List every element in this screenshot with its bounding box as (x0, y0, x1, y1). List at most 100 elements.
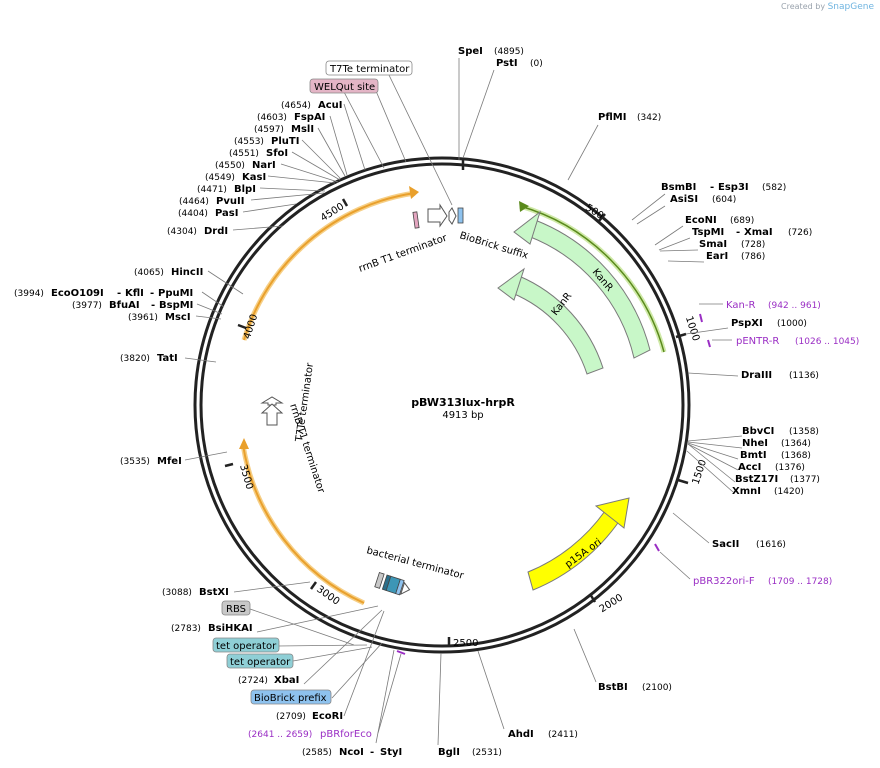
enzyme-nhei-pos: (1364) (781, 439, 811, 449)
p15a-ori-arrow (527, 510, 621, 591)
enzyme-nari-pos: (4550) (215, 161, 245, 171)
enzyme-bfuai: BfuAI (109, 300, 140, 311)
arrow-feature-2 (448, 207, 457, 225)
enzyme-tati-pos: (3820) (120, 354, 150, 364)
enzyme-acci-pos: (1376) (775, 463, 805, 473)
enzyme-esp3i: Esp3I (718, 182, 749, 193)
enzyme-pspxi-pos: (1000) (777, 319, 807, 329)
enzyme-tspmi-pos: (726) (788, 228, 812, 238)
svg-text:T7Te terminator: T7Te terminator (329, 64, 410, 75)
orange-arc-bottom (240, 444, 366, 606)
enzyme-mfei-pos: (3535) (120, 457, 150, 467)
orange-arc-top-arrow (409, 186, 419, 199)
enzyme-bgli-pos: (2531) (472, 748, 502, 758)
enzyme-spei-pos: (4895) (494, 47, 524, 57)
enzyme-bstz17i-pos: (1377) (790, 475, 820, 485)
snapgene-logo: SnapGene (827, 2, 874, 12)
svg-text:tet operator: tet operator (216, 641, 277, 652)
enzyme-hincii: HincII (171, 267, 203, 278)
svg-text:-: - (736, 227, 740, 238)
boxed-label-biobrick-prefix: BioBrick prefix (250, 689, 332, 705)
enzyme-kfli: KflI (125, 288, 144, 299)
kanr-arrow-inner (511, 275, 604, 375)
enzyme-ecori: EcoRI (312, 711, 343, 722)
enzyme-sacii: SacII (712, 539, 739, 550)
primer-mark-pbr322 (654, 543, 660, 552)
enzyme-acui-pos: (4654) (281, 101, 311, 111)
enzyme-pflmi-pos: (342) (637, 113, 661, 123)
enzyme-drdi-pos: (4304) (167, 227, 197, 237)
enzyme-pvuii-pos: (4464) (179, 197, 209, 207)
svg-text:-: - (151, 300, 155, 311)
enzyme-acci: AccI (738, 462, 761, 473)
enzyme-msli: MslI (291, 124, 314, 135)
enzyme-ecori-pos: (2709) (276, 712, 306, 722)
enzyme-ncoi: NcoI (339, 747, 364, 758)
primer-pbr322ori-f-range: (1709 .. 1728) (768, 577, 832, 587)
enzyme-xmai: XmaI (744, 227, 773, 238)
primer-mark-pbrforeco (396, 650, 406, 655)
boxed-label-rbs: RBS (221, 600, 251, 616)
enzyme-draiii: DraIII (741, 370, 772, 381)
enzyme-blpi-pos: (4471) (197, 185, 227, 195)
enzyme-smai: SmaI (699, 239, 727, 250)
credit-prefix: Created by (781, 2, 826, 11)
enzyme-msci: MscI (165, 312, 191, 323)
plasmid-length: 4913 bp (442, 410, 483, 421)
rrnb-left-glyph (260, 403, 284, 426)
enzyme-ecoo109i: EcoO109I (51, 288, 104, 299)
primer-kan-r-range: (942 .. 961) (768, 301, 821, 311)
rrnb-marker (412, 211, 420, 229)
enzyme-styi: StyI (380, 747, 402, 758)
enzyme-tspmi: TspMI (692, 227, 724, 238)
primer-pentr-r-range: (1026 .. 1045) (795, 337, 859, 347)
enzyme-nhei: NheI (742, 438, 768, 449)
svg-text:-: - (370, 747, 374, 758)
boxed-label-tet-operator-2: tet operator (226, 653, 294, 669)
enzyme-ahdi: AhdI (508, 729, 534, 740)
enzyme-econi-pos: (689) (730, 216, 754, 226)
primer-mark-pentr (707, 339, 711, 348)
boxed-label-t7te: T7Te terminator (325, 60, 413, 76)
enzyme-xbai: XbaI (274, 675, 299, 686)
enzyme-bsihkai: BsiHKAI (208, 623, 253, 634)
enzyme-sfoi-pos: (4551) (229, 149, 259, 159)
enzyme-xmni-pos: (1420) (774, 487, 804, 497)
enzyme-asisi: AsiSI (670, 194, 698, 205)
enzyme-bbvci: BbvCI (742, 426, 774, 437)
enzyme-spei: SpeI (458, 46, 483, 57)
enzyme-bstxi-pos: (3088) (162, 588, 192, 598)
enzyme-draiii-pos: (1136) (789, 371, 819, 381)
enzyme-ecoo109i-pos: (3994) (14, 289, 44, 299)
enzyme-pflmi: PflMI (598, 112, 626, 123)
kanr-outer-arc-arrow (519, 201, 529, 212)
enzyme-kasi: KasI (242, 172, 266, 183)
enzyme-fspai-pos: (4603) (257, 113, 287, 123)
enzyme-pspxi: PspXI (731, 318, 763, 329)
enzyme-bgli: BglI (438, 747, 460, 758)
tick-3500: 3500 (237, 463, 255, 490)
primer-pentr-r: pENTR-R (736, 336, 779, 347)
enzyme-hincii-pos: (4065) (134, 268, 164, 278)
backbone-inner (199, 162, 685, 648)
enzyme-bstxi: BstXI (199, 587, 229, 598)
kanr-arrow-outer (527, 219, 651, 359)
enzyme-msli-pos: (4597) (254, 125, 284, 135)
enzyme-ppumi: PpuMI (158, 288, 193, 299)
enzyme-psti: PstI (496, 58, 518, 69)
enzyme-ahdi-pos: (2411) (548, 730, 578, 740)
tick-1000: 1000 (683, 315, 701, 343)
enzyme-xmni: XmnI (732, 486, 761, 497)
enzyme-bmti-pos: (1368) (781, 451, 811, 461)
boxed-label-tet-operator-1: tet operator (212, 637, 280, 653)
position-ticks (224, 160, 689, 645)
enzyme-kasi-pos: (4549) (205, 173, 235, 183)
feature-label-rrnb-top: rrnB T1 terminator (357, 232, 449, 274)
enzyme-bfuai-pos: (3977) (72, 301, 102, 311)
tick-2000: 2000 (598, 592, 625, 615)
enzyme-pasi-pos: (4404) (178, 209, 208, 219)
bottom-feature-cluster (374, 572, 411, 596)
enzyme-drdi: DrdI (204, 226, 228, 237)
primer-pbrforeco: pBRforEco (320, 729, 372, 740)
